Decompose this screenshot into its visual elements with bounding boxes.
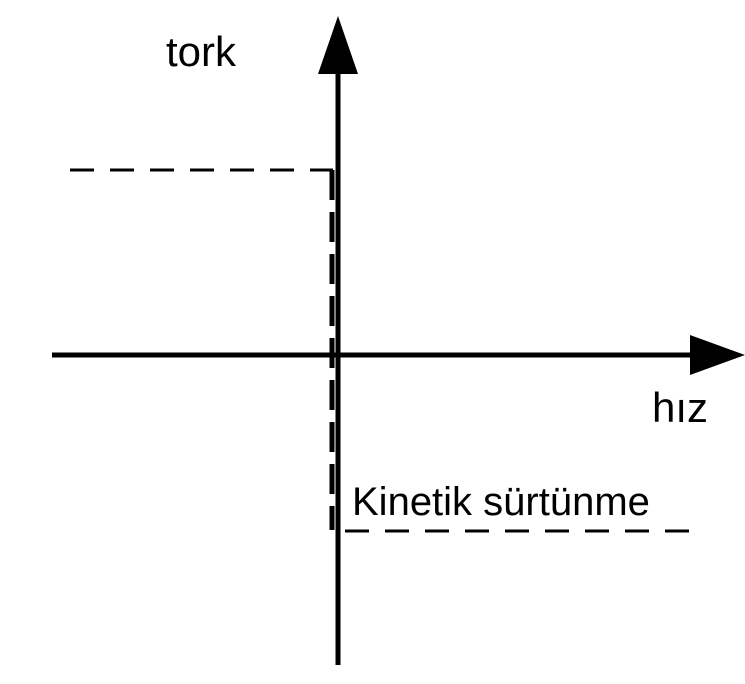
kinetic-friction-label: Kinetik sürtünme: [352, 480, 650, 524]
x-axis-label: hız: [652, 384, 708, 431]
y-axis-arrowhead: [318, 16, 358, 74]
y-axis-label: tork: [166, 28, 237, 75]
x-axis-arrowhead: [690, 335, 745, 375]
